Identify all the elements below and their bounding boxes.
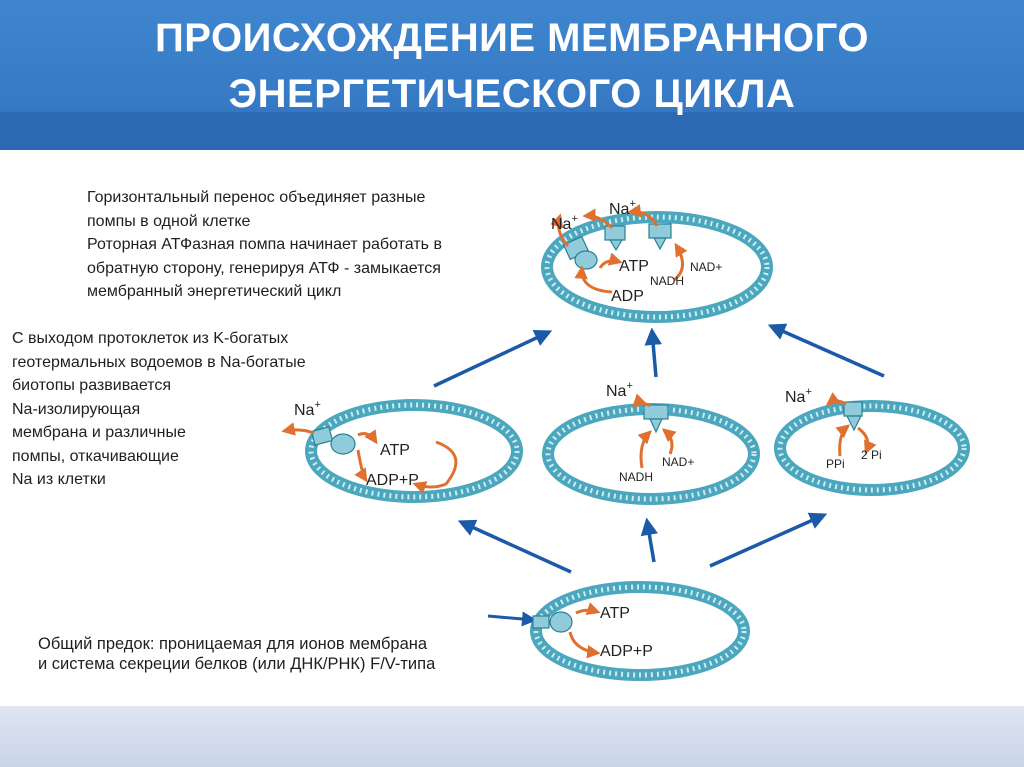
atp-label: ATP	[380, 442, 410, 459]
nadh-label: NADH	[650, 274, 684, 288]
note-line: мембранный энергетический цикл	[87, 280, 442, 304]
charge-label: +	[805, 386, 811, 398]
reaction-arrow	[582, 268, 612, 292]
title-line-2: ЭНЕРГЕТИЧЕСКОГО ЦИКЛА	[0, 66, 1024, 122]
note-line: Роторная АТФазная помпа начинает работат…	[87, 233, 442, 257]
note-line: Общий предок: проницаемая для ионов мемб…	[38, 634, 435, 654]
atp-label: ATP	[619, 258, 649, 275]
title-bar: ПРОИСХОЖДЕНИЕ МЕМБРАННОГО ЭНЕРГЕТИЧЕСКОГ…	[0, 0, 1024, 150]
adp-label: ADP+P	[366, 472, 419, 489]
nad-label: NAD+	[690, 260, 722, 274]
note-line: Горизонтальный перенос объединяет разные	[87, 186, 442, 210]
pi-label: 2 Pi	[861, 448, 882, 462]
cell-bottom-membrane	[536, 587, 744, 675]
note-left: С выходом протоклеток из K-богатых геоте…	[12, 327, 306, 492]
adp-label: ADP	[611, 288, 644, 305]
charge-label: +	[629, 198, 635, 210]
svg-text:Na+: Na+	[785, 386, 812, 406]
svg-text:Na+: Na+	[606, 380, 633, 400]
charge-label: +	[626, 380, 632, 392]
reaction-arrow	[641, 432, 650, 468]
charge-label: +	[571, 213, 577, 225]
evolution-arrow	[488, 616, 534, 620]
evolution-arrow	[652, 331, 656, 377]
sodium-label: Na	[785, 389, 806, 406]
reaction-arrow	[358, 434, 376, 442]
note-line: помпы в одной клетке	[87, 210, 442, 234]
note-top: Горизонтальный перенос объединяет разные…	[87, 186, 442, 304]
footer-bar	[0, 706, 1024, 767]
nadh-pump-icon	[649, 224, 671, 249]
nadh-label: NADH	[619, 470, 653, 484]
reaction-arrow	[570, 632, 598, 653]
charge-label: +	[314, 399, 320, 411]
cell-middle: Na+ NADH NAD+	[606, 380, 694, 484]
evolution-arrow	[710, 515, 824, 566]
evolution-arrow	[771, 326, 884, 376]
atp-synthase-icon	[311, 427, 355, 454]
reaction-arrow	[415, 442, 456, 487]
reaction-arrow	[840, 426, 848, 456]
reaction-arrow	[576, 610, 598, 613]
sodium-label: Na	[609, 201, 630, 218]
note-line: помпы, откачивающие	[12, 445, 306, 469]
sodium-label: Na	[551, 216, 572, 233]
evolution-arrow	[461, 522, 571, 572]
slide-title: ПРОИСХОЖДЕНИЕ МЕМБРАННОГО ЭНЕРГЕТИЧЕСКОГ…	[0, 10, 1024, 122]
title-line-1: ПРОИСХОЖДЕНИЕ МЕМБРАННОГО	[0, 10, 1024, 66]
reaction-arrow	[664, 430, 672, 454]
note-line: и система секреции белков (или ДНК/РНК) …	[38, 654, 435, 674]
note-line: Na из клетки	[12, 468, 306, 492]
adp-label: ADP+P	[600, 643, 653, 660]
sodium-label: Na	[606, 383, 627, 400]
note-line: обратную сторону, генерируя АТФ - замыка…	[87, 257, 442, 281]
note-line: биотопы развивается	[12, 374, 306, 398]
evolution-arrow	[647, 521, 654, 562]
nad-label: NAD+	[662, 455, 694, 469]
ppi-label: PPi	[826, 457, 845, 471]
sodium-pump-icon	[605, 226, 625, 250]
note-line: геотермальных водоемов в Na-богатые	[12, 351, 306, 375]
reaction-arrow	[358, 450, 366, 480]
note-bottom: Общий предок: проницаемая для ионов мемб…	[38, 634, 435, 674]
note-line: С выходом протоклеток из K-богатых	[12, 327, 306, 351]
note-line: Na-изолирующая	[12, 398, 306, 422]
atp-label: ATP	[600, 605, 630, 622]
nadh-pump-icon	[644, 405, 668, 432]
note-line: мембрана и различные	[12, 421, 306, 445]
reaction-arrow	[600, 261, 620, 268]
evolution-arrow	[434, 332, 549, 386]
